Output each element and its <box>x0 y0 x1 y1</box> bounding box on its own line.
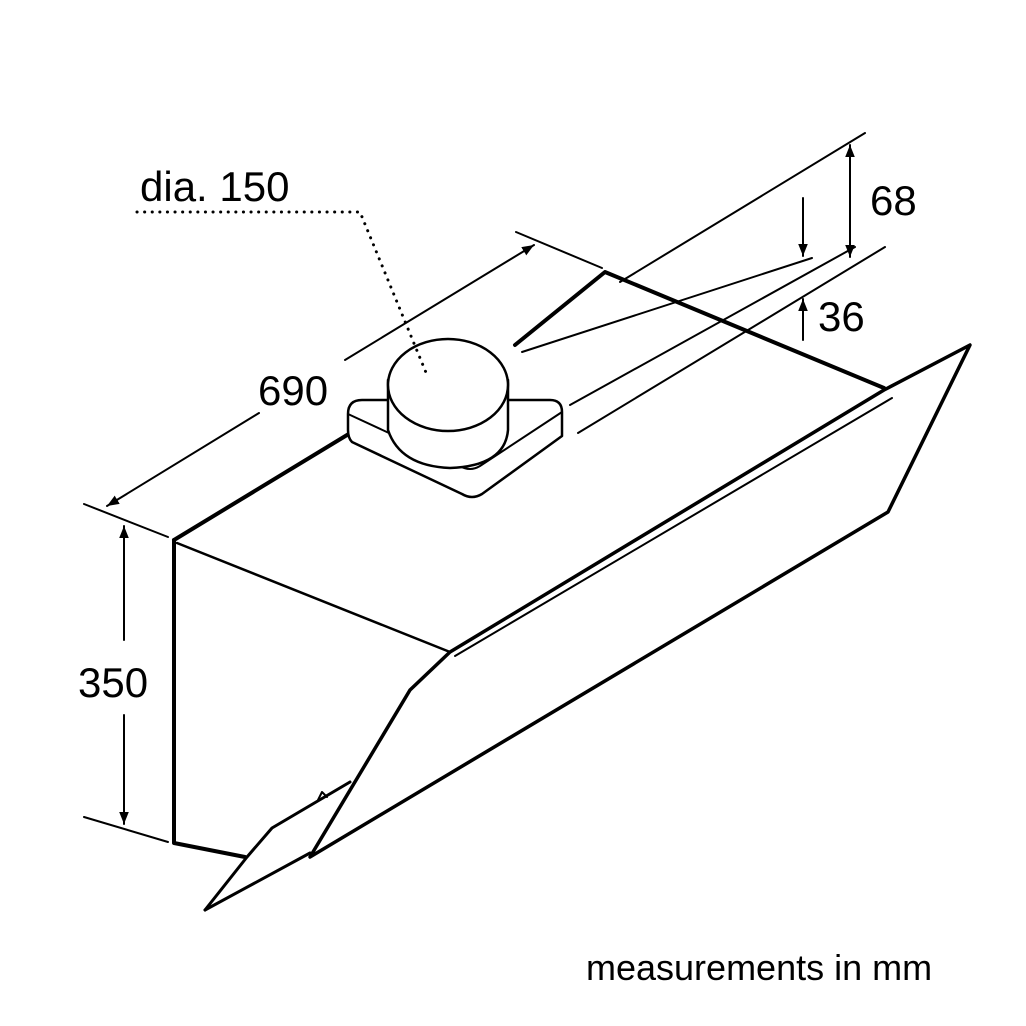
lower-lip <box>203 780 352 912</box>
offset-top-label: 68 <box>870 177 917 224</box>
height-label: 350 <box>78 659 149 706</box>
depth-label: 690 <box>258 367 329 414</box>
diameter-leader <box>135 210 429 377</box>
depth-arrow-upper <box>344 244 535 361</box>
extension-lines <box>83 132 886 843</box>
units-note: measurements in mm <box>586 947 933 988</box>
duct-connector <box>346 337 564 499</box>
glass-panel <box>308 343 972 859</box>
offset-inner-label: 36 <box>818 293 865 340</box>
depth-arrow-lower <box>106 412 260 507</box>
hood-body <box>172 257 886 859</box>
dimension-arrows <box>106 144 855 825</box>
duct-diameter-label: dia. 150 <box>140 163 290 210</box>
